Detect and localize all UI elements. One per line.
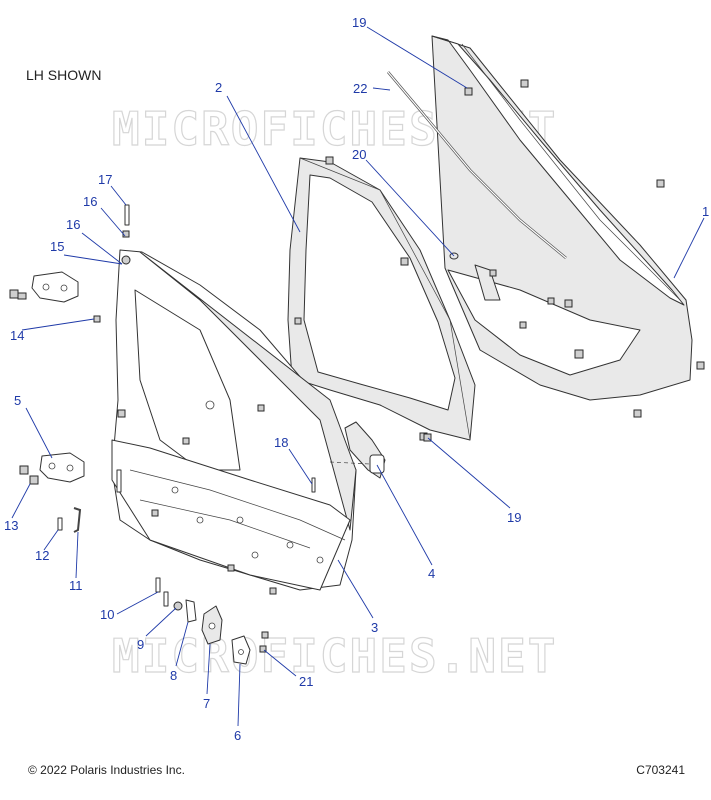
callout-16b: 16	[83, 194, 97, 209]
callout-17: 17	[98, 172, 112, 187]
latch-striker	[231, 635, 251, 665]
callout-16a: 16	[66, 217, 80, 232]
callout-11: 11	[69, 578, 83, 593]
callout-numbers: 1 2 3 4 5 6 7 8 9 10 11 12 13 14 15 16 1…	[4, 15, 709, 743]
callout-12: 12	[35, 548, 49, 563]
callout-19-bottom: 19	[507, 510, 521, 525]
view-note: LH SHOWN	[26, 67, 102, 83]
callout-18: 18	[274, 435, 288, 450]
fasteners	[9, 87, 473, 653]
callout-8: 8	[170, 668, 177, 683]
figure-code: C703241	[636, 763, 685, 777]
lower-hinge-bracket	[39, 452, 85, 483]
callout-5: 5	[14, 393, 21, 408]
upper-hinge	[329, 421, 386, 479]
door-window-frame	[287, 156, 476, 441]
callout-6: 6	[234, 728, 241, 743]
door-latch	[201, 605, 223, 645]
door-seal-strip	[387, 71, 567, 260]
callout-2: 2	[215, 80, 222, 95]
watermark-bottom: MICROFICHES.NET	[112, 629, 557, 683]
callout-13: 13	[4, 518, 18, 533]
callout-22: 22	[353, 81, 367, 96]
callout-15: 15	[50, 239, 64, 254]
callout-1: 1	[702, 204, 709, 219]
door-upper-shell	[431, 35, 705, 418]
callout-7: 7	[203, 696, 210, 711]
callout-21: 21	[299, 674, 313, 689]
release-rod	[73, 507, 82, 533]
callout-4: 4	[428, 566, 435, 581]
upper-hinge-bracket	[31, 271, 79, 303]
callout-10: 10	[100, 607, 114, 622]
latch-spacer	[185, 599, 197, 623]
callout-20: 20	[352, 147, 366, 162]
callout-14: 14	[10, 328, 24, 343]
copyright-text: © 2022 Polaris Industries Inc.	[28, 763, 185, 777]
door-lower-frame	[111, 249, 357, 595]
callout-19-top: 19	[352, 15, 366, 30]
callout-9: 9	[137, 637, 144, 652]
callout-3: 3	[371, 620, 378, 635]
leader-lines	[11, 26, 705, 727]
